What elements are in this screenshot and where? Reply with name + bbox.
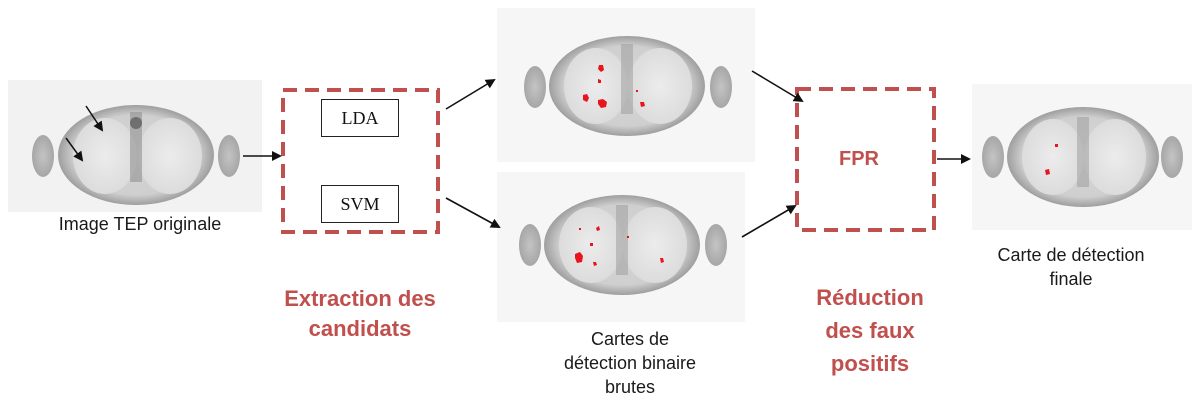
reduction-label-line2: des faux <box>825 318 915 343</box>
lda-box: LDA <box>321 99 399 137</box>
original-caption-text: Image TEP originale <box>58 214 222 234</box>
final-detection-map <box>972 84 1192 230</box>
final-caption-line2: finale <box>1049 269 1093 289</box>
lesion-marks <box>575 226 664 266</box>
raw-caption-line1: Cartes de <box>590 329 670 349</box>
arrow-top-map-to-fpr <box>751 70 804 103</box>
svm-box: SVM <box>321 185 399 223</box>
original-pet-image <box>8 80 262 212</box>
extraction-stage-label: Extraction des candidats <box>255 284 465 344</box>
lesion-marks <box>1045 144 1058 175</box>
raw-caption-line2: détection binaire <box>563 353 697 373</box>
raw-detection-map-bottom <box>497 172 745 322</box>
final-map-caption: Carte de détection finale <box>966 243 1176 291</box>
final-caption-line1: Carte de détection <box>997 245 1145 265</box>
svm-label: SVM <box>340 193 380 214</box>
raw-maps-caption: Cartes de détection binaire brutes <box>540 327 720 399</box>
lesion-marks <box>583 65 645 108</box>
original-image-caption: Image TEP originale <box>20 213 260 236</box>
raw-caption-line3: brutes <box>604 377 656 397</box>
extraction-label-line2: candidats <box>308 316 412 341</box>
reduction-label-line3: positifs <box>830 351 910 376</box>
reduction-stage-label: Réduction des faux positifs <box>790 281 950 380</box>
arrow-extraction-to-bottom-map <box>445 197 501 228</box>
lda-label: LDA <box>341 107 379 128</box>
extraction-label-line1: Extraction des <box>284 286 436 311</box>
extraction-stage-box <box>281 88 440 234</box>
fpr-stage-box <box>795 87 936 232</box>
reduction-label-line1: Réduction <box>816 285 924 310</box>
arrow-extraction-to-top-map <box>445 78 496 110</box>
raw-detection-map-top <box>497 8 755 162</box>
arrow-bottom-map-to-fpr <box>741 204 797 238</box>
fpr-label: FPR <box>839 148 879 170</box>
